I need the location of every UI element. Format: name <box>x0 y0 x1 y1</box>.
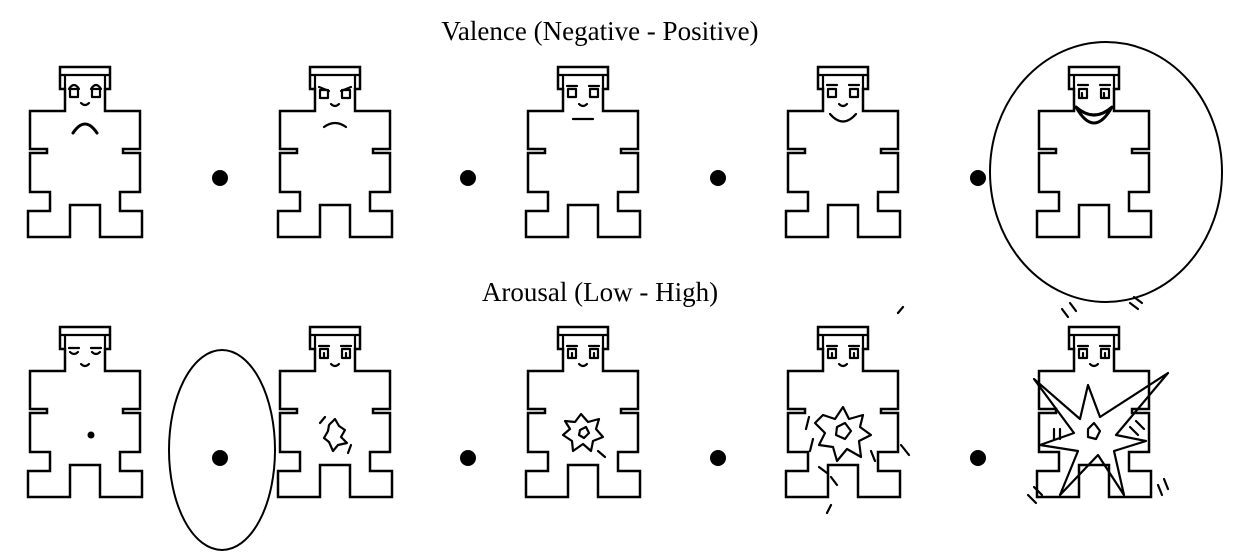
valence-figure-4-positive <box>784 65 902 239</box>
valence-figure-2-negative <box>276 65 394 239</box>
valence-point-3-4 <box>710 170 726 186</box>
arousal-point-3-4 <box>710 450 726 466</box>
arousal-selection-circle <box>168 349 276 551</box>
arousal-figure-4-high <box>784 305 911 515</box>
arousal-scale-title: Arousal (Low - High) <box>482 277 718 307</box>
arousal-figure-3-medium <box>524 325 642 499</box>
arousal-figure-5-very-high <box>1026 295 1170 505</box>
valence-point-2-3 <box>460 170 476 186</box>
valence-figure-1-very-negative <box>26 65 144 239</box>
arousal-point-2-3 <box>460 450 476 466</box>
valence-selection-circle <box>989 41 1223 303</box>
arousal-figure-1-very-low <box>26 325 144 499</box>
valence-scale-title: Valence (Negative - Positive) <box>441 16 758 46</box>
valence-figure-5-very-positive <box>1035 65 1153 239</box>
arousal-point-4-5 <box>970 450 986 466</box>
arousal-figure-2-low <box>276 325 394 499</box>
valence-point-1-2 <box>212 170 228 186</box>
valence-point-4-5 <box>970 170 986 186</box>
valence-figure-3-neutral <box>524 65 642 239</box>
arousal-point-1-2 <box>212 450 228 466</box>
